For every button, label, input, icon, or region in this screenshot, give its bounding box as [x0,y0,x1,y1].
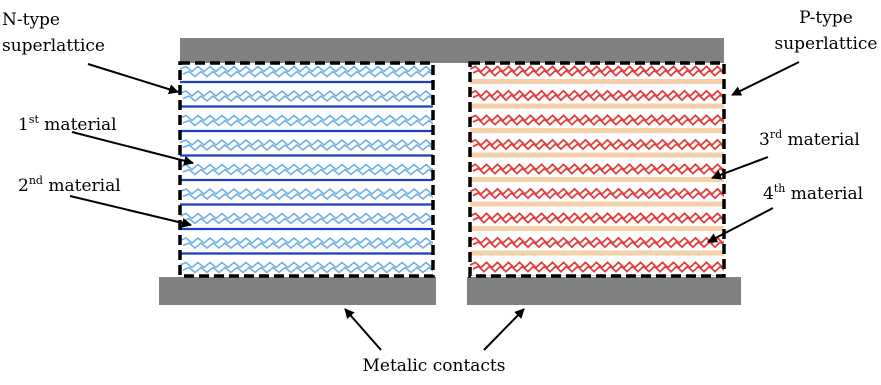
p-type-fourth-material-band [470,201,724,207]
third-material-text: material [782,130,860,150]
n-type-wave-layer [180,163,433,171]
p-type-wave-layer [472,167,724,175]
p-type-wave-layer [472,240,724,249]
p-type-wave-layer [472,69,724,77]
p-type-fourth-material-band [470,79,724,84]
first-material-number: 1 [18,115,29,135]
p-type-fourth-material-band [470,152,724,158]
p-type-fourth-material-band [470,128,724,133]
p-type-wave-layer [472,93,724,102]
n-type-wave-layer [180,212,433,220]
n-type-wave-layer [182,119,433,127]
n-type-wave-layer [180,65,433,73]
p-type-superlattice [470,65,724,276]
second-material-text: material [43,176,121,196]
second-material-label: 2nd material [18,174,121,196]
arrow-fourth-material [707,207,774,243]
n-type-wave-layer [180,138,433,147]
n-type-wave-layer [182,241,433,250]
p-type-wave-layer [472,118,724,126]
p-type-wave-layer [472,265,724,273]
n-type-wave-layer [182,143,433,152]
p-type-border [468,61,726,278]
arrow-contact-right [483,308,525,351]
p-type-wave-layer [472,191,724,200]
n-type-wave-layer [180,261,433,269]
metalic-contacts-label: Metalic contacts [363,356,506,376]
third-material-ordinal: rd [770,128,782,141]
bottom-contact-right [467,277,741,305]
top-contact [180,38,724,63]
fourth-material-text: material [785,184,863,204]
first-material-label: 1st material [18,113,117,135]
n-type-wave-layer [182,217,433,225]
n-type-wave-layer [182,192,433,201]
first-material-ordinal: st [29,113,40,126]
p-type-fourth-material-band [470,177,724,182]
arrow-third-material [711,156,769,180]
arrow-n-type [87,63,179,95]
p-type-wave-layer [472,142,724,151]
n-type-superlattice [180,65,433,274]
n-type-wave-layer [182,168,433,176]
p-type-fourth-material-band [470,226,724,231]
n-type-wave-layer [180,114,433,122]
p-type-label-line2: superlattice [775,34,878,54]
n-type-border [178,61,435,278]
second-material-number: 2 [18,176,29,196]
n-type-wave-layer [182,266,433,274]
p-type-wave-layer [472,216,724,224]
first-material-text: material [39,115,117,135]
n-type-label-line2: superlattice [2,36,105,56]
fourth-material-number: 4 [763,184,774,204]
third-material-label: 3rd material [759,128,860,150]
arrow-second-material [69,195,192,228]
n-type-wave-layer [182,70,433,78]
n-type-label-line1: N-type [2,10,60,30]
arrow-first-material [71,131,194,166]
bottom-contact-left [159,277,436,305]
n-type-wave-layer [182,94,433,103]
n-type-wave-layer [180,89,433,98]
third-material-number: 3 [759,130,770,150]
n-type-wave-layer [180,187,433,196]
second-material-ordinal: nd [29,174,43,187]
n-type-wave-layer [180,236,433,245]
arrow-contact-left [344,308,382,351]
fourth-material-ordinal: th [774,182,786,195]
arrow-p-type [731,61,800,96]
fourth-material-label: 4th material [763,182,863,204]
p-type-fourth-material-band [470,250,724,256]
p-type-fourth-material-band [470,103,724,109]
p-type-label-line1: P-type [799,8,853,28]
